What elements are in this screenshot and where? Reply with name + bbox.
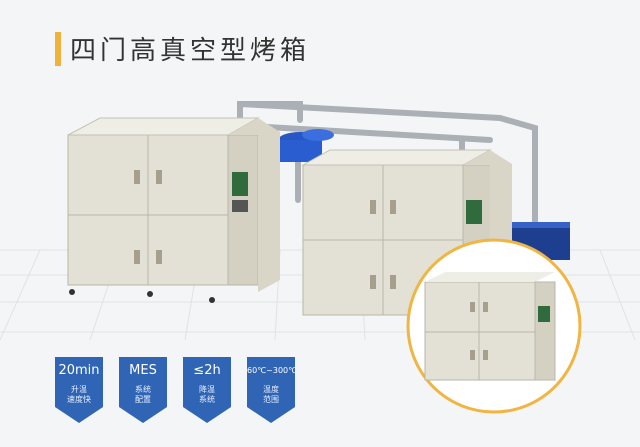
vacuum-pump: [278, 129, 570, 260]
feature-list: 20min 升温 速度快 MES 系统 配置 ≤2h 降温 系统 60℃~300…: [55, 357, 298, 423]
badge-shape: [183, 357, 231, 423]
left-oven: [67, 117, 280, 303]
feature-temp-range: 60℃~300℃ 温度 范围: [247, 357, 298, 423]
detail-highlight: [406, 238, 582, 414]
feature-value: 20min: [58, 363, 100, 378]
feature-mes: MES 系统 配置: [119, 357, 167, 423]
feature-label: 升温 速度快: [67, 385, 91, 404]
feature-value: MES: [129, 363, 157, 378]
badge-shape: [247, 357, 295, 423]
feature-label: 温度 范围: [263, 385, 279, 404]
feature-cooling: ≤2h 降温 系统: [183, 357, 231, 423]
feature-value: 60℃~300℃: [247, 366, 298, 375]
feature-label: 系统 配置: [135, 385, 151, 404]
badge-shape: [119, 357, 167, 423]
feature-label: 降温 系统: [199, 385, 215, 404]
feature-heating-time: 20min 升温 速度快: [55, 357, 103, 423]
title-accent-bar: [55, 32, 61, 66]
feature-value: ≤2h: [193, 363, 221, 378]
badge-shape: [55, 357, 103, 423]
page-title: 四门高真空型烤箱: [70, 36, 311, 66]
